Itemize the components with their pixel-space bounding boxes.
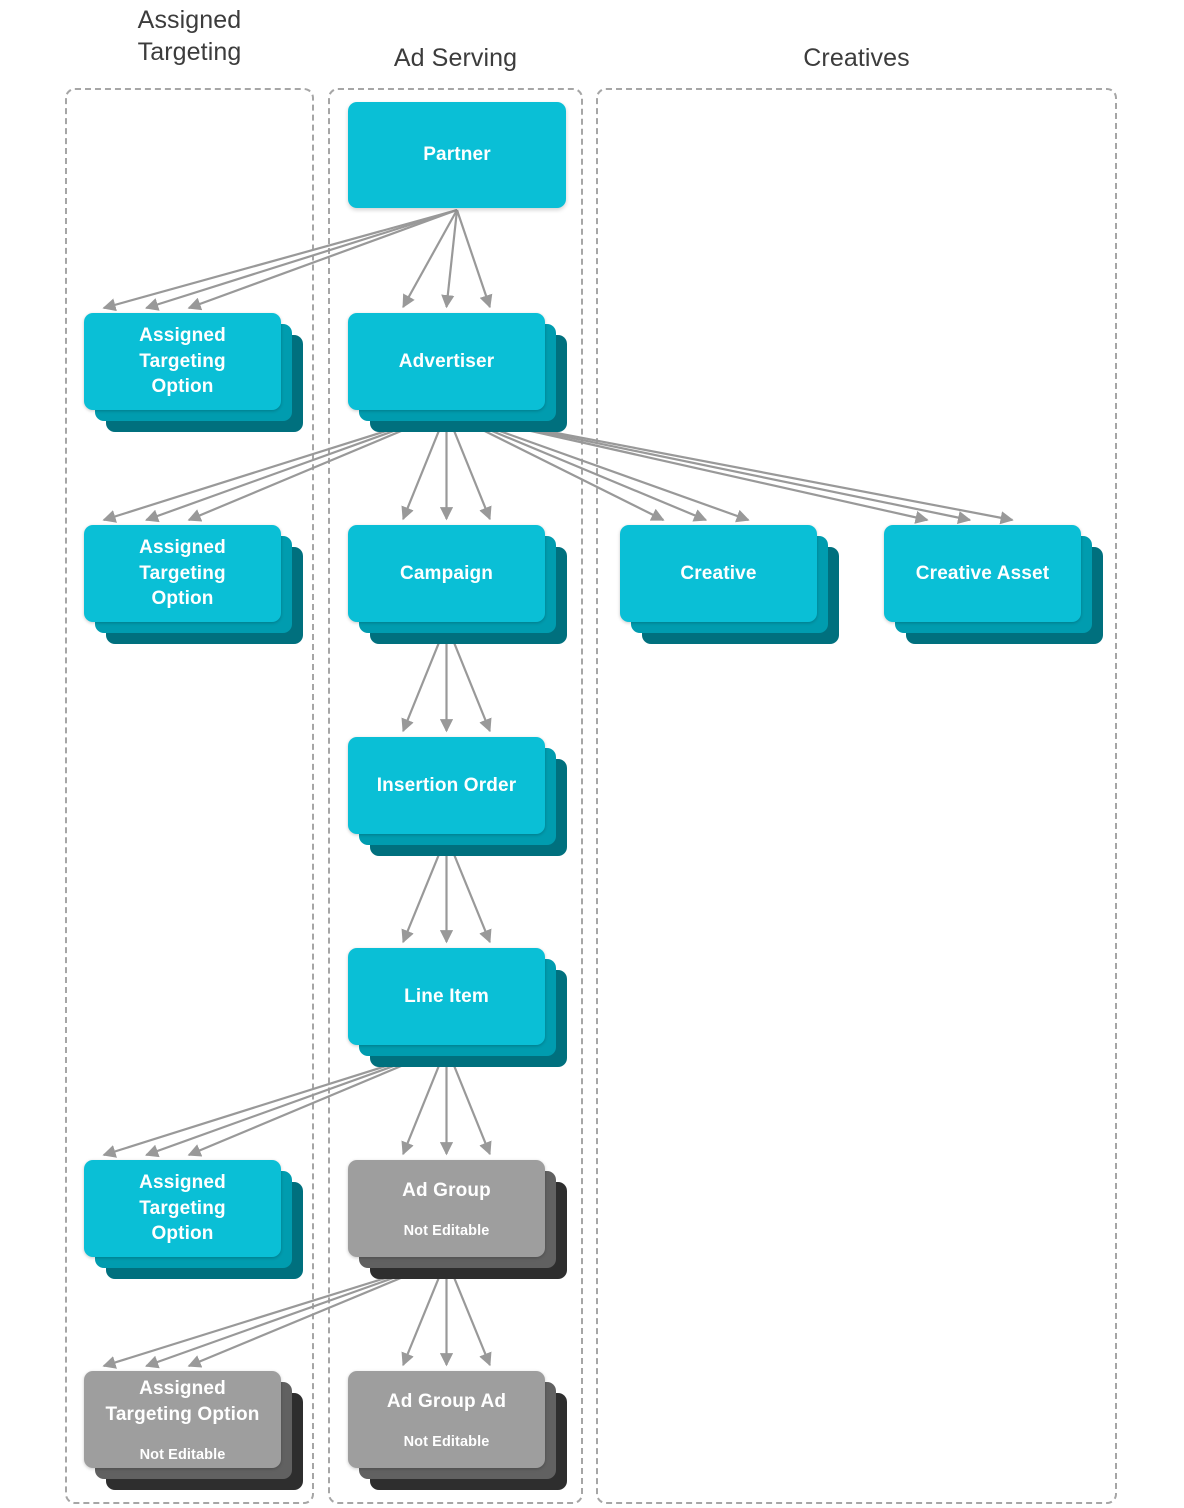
group-box-creatives: [596, 88, 1117, 1504]
header-assigned-targeting: Assigned Targeting: [137, 6, 242, 66]
node-line-item[interactable]: Line Item: [348, 948, 569, 1069]
node-title: Insertion Order: [376, 774, 517, 796]
node-card-front[interactable]: Assigned Targeting Option: [84, 525, 281, 622]
node-creative-asset[interactable]: Creative Asset: [884, 525, 1105, 646]
node-creative[interactable]: Creative: [620, 525, 841, 646]
node-title: Ad Group: [402, 1179, 491, 1201]
node-campaign[interactable]: Campaign: [348, 525, 569, 646]
node-subtitle: Not Editable: [403, 1223, 490, 1240]
node-assigned-targeting-option-line-item[interactable]: Assigned Targeting Option: [84, 1160, 305, 1281]
node-title: Advertiser: [398, 350, 495, 372]
node-card-front[interactable]: Creative Asset: [884, 525, 1081, 622]
node-subtitle: Not Editable: [139, 1446, 226, 1463]
header-creatives: Creatives: [803, 44, 910, 72]
header-ad-serving: Ad Serving: [393, 44, 518, 72]
node-card-front[interactable]: Assigned Targeting Option: [84, 1160, 281, 1257]
node-title: Assigned Targeting Option: [139, 537, 226, 610]
node-card-front[interactable]: Assigned Targeting Option: [84, 313, 281, 410]
node-title: Assigned Targeting Option: [139, 325, 226, 398]
node-insertion-order[interactable]: Insertion Order: [348, 737, 569, 858]
node-subtitle: Not Editable: [403, 1434, 490, 1451]
node-card-front[interactable]: Creative: [620, 525, 817, 622]
node-title: Line Item: [404, 985, 489, 1007]
node-title: Creative: [680, 562, 757, 584]
node-title: Assigned Targeting Option: [139, 1172, 226, 1245]
node-advertiser[interactable]: Advertiser: [348, 313, 569, 434]
node-title: Partner: [423, 144, 491, 166]
node-partner[interactable]: Partner: [348, 102, 590, 232]
node-card-front[interactable]: Ad Group Ad Not Editable: [348, 1371, 545, 1468]
node-title: Assigned Targeting Option: [105, 1378, 260, 1425]
node-ad-group-ad[interactable]: Ad Group Ad Not Editable: [348, 1371, 569, 1492]
node-card-front[interactable]: Line Item: [348, 948, 545, 1045]
node-card-front[interactable]: Partner: [348, 102, 566, 208]
node-card-front[interactable]: Advertiser: [348, 313, 545, 410]
group-box-assigned-targeting: [65, 88, 314, 1504]
node-assigned-targeting-option-partner[interactable]: Assigned Targeting Option: [84, 313, 305, 434]
node-title: Campaign: [399, 562, 494, 584]
node-card-front[interactable]: Campaign: [348, 525, 545, 622]
node-title: Creative Asset: [915, 562, 1050, 584]
node-assigned-targeting-option-advertiser[interactable]: Assigned Targeting Option: [84, 525, 305, 646]
group-box-ad-serving: [328, 88, 583, 1504]
node-card-front[interactable]: Insertion Order: [348, 737, 545, 834]
node-title: Ad Group Ad: [386, 1390, 507, 1412]
